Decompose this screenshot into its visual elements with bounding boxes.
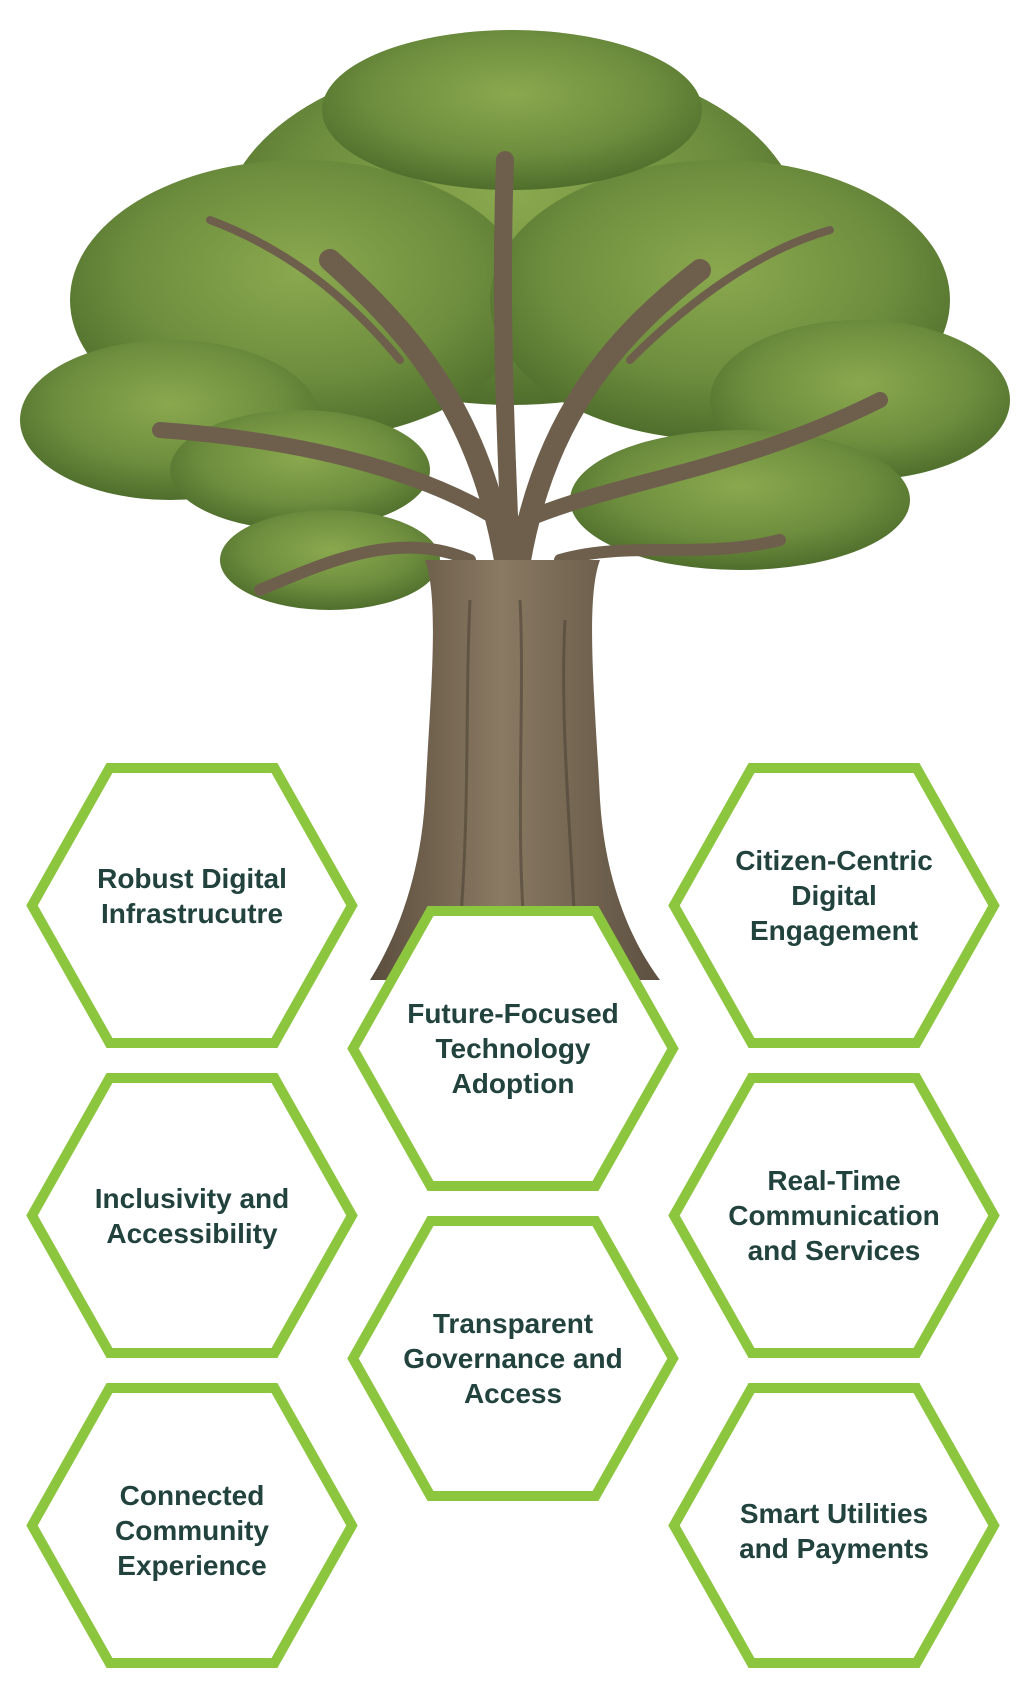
pillar-label: Robust Digital Infrastrucutre [97,862,287,929]
pillar-connected-community: Connected Community Experience [26,1383,358,1668]
pillar-label: Smart Utilities and Payments [739,1497,929,1564]
pillar-robust-digital-infrastructure: Robust Digital Infrastrucutre [26,763,358,1048]
branches [152,151,888,596]
hexagon-outline [668,763,1000,1048]
pillar-label: Citizen-Centric Digital Engagement [735,845,933,946]
trunk [370,560,660,980]
pillar-label: Connected Community Experience [115,1480,269,1581]
pillar-citizen-centric-engagement: Citizen-Centric Digital Engagement [668,763,1000,1048]
pillar-label: Inclusivity and Accessibility [94,1182,290,1249]
pillar-label: Real-Time Communication and Services [728,1165,940,1266]
pillar-label: Transparent Governance and Access [403,1308,623,1409]
hexagon-outline [347,1216,679,1501]
pillar-label: Future-Focused Technology Adoption [407,998,619,1099]
pillar-future-focused-technology: Future-Focused Technology Adoption [347,906,679,1191]
hexagon-outline [668,1383,1000,1668]
hexagon-outline [347,906,679,1191]
pillar-real-time-communication: Real-Time Communication and Services [668,1073,1000,1358]
trunk-texture [458,599,577,941]
hexagon-outline [668,1073,1000,1358]
hexagon-outline [26,1383,358,1668]
pillar-smart-utilities: Smart Utilities and Payments [668,1383,1000,1668]
hexagon-outline [26,1073,358,1358]
pillar-transparent-governance: Transparent Governance and Access [347,1216,679,1501]
tree-illustration [20,30,1010,980]
hexagon-outline [26,763,358,1048]
pillar-inclusivity-accessibility: Inclusivity and Accessibility [26,1073,358,1358]
